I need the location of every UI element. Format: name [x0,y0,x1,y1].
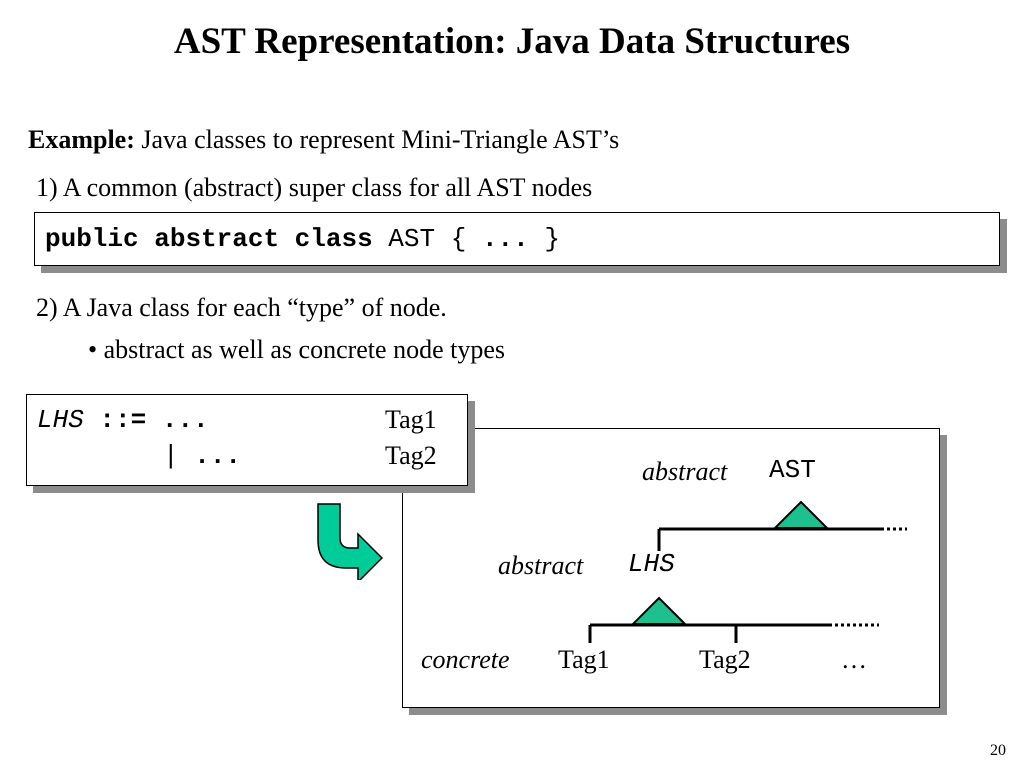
keyword-class: class [294,224,373,254]
label-concrete: concrete [421,645,510,674]
class-hierarchy-diagram: abstract AST abstract LHS concrete Tag1 … [402,428,940,708]
grammar-dots-2: ... [194,441,242,471]
grammar-assign: ::= [99,405,147,435]
node-lhs: LHS [628,549,675,579]
point-two: 2) A Java class for each “type” of node. [36,293,447,322]
grammar-bar: | [163,441,179,471]
curved-arrow-icon [317,503,384,580]
node-tag1: Tag1 [558,645,610,674]
brace-close: } [544,224,560,254]
example-label: Example: [28,125,135,154]
grammar-tag2: Tag2 [385,441,437,470]
grammar-lhs: LHS [37,405,84,435]
brace-open: { [450,224,467,254]
grammar-rule-line-1: LHS ::= ... [37,405,209,435]
hierarchy-lines [588,500,907,643]
label-abstract-ast: abstract [642,457,728,486]
keyword-public: public [45,224,139,254]
node-ast: AST [769,455,816,485]
grammar-box: LHS ::= ... Tag1 | ... Tag2 [26,394,468,486]
code-ellipsis: ... [481,224,529,254]
ast-inheritance-triangle [772,500,830,529]
node-tag2: Tag2 [699,645,751,674]
code-ast-declaration: public abstract class AST { ... } [45,224,560,254]
label-abstract-lhs: abstract [498,551,584,580]
page-number: 20 [990,742,1006,759]
keyword-abstract: abstract [154,224,280,254]
grammar-tag1: Tag1 [385,405,437,434]
class-name: AST [388,224,436,254]
lhs-inheritance-triangle [630,596,688,625]
code-box-ast: public abstract class AST { ... } [34,212,1000,266]
grammar-rule-line-2: | ... [163,441,241,471]
bullet-node-types: • abstract as well as concrete node type… [88,335,505,364]
point-one: 1) A common (abstract) super class for a… [36,173,593,202]
example-text: Java classes to represent Mini-Triangle … [134,125,620,154]
node-ellipsis: … [841,645,867,674]
example-line: Example: Java classes to represent Mini-… [28,124,619,156]
slide-title: AST Representation: Java Data Structures [173,21,851,62]
grammar-dots-1: ... [161,405,209,435]
